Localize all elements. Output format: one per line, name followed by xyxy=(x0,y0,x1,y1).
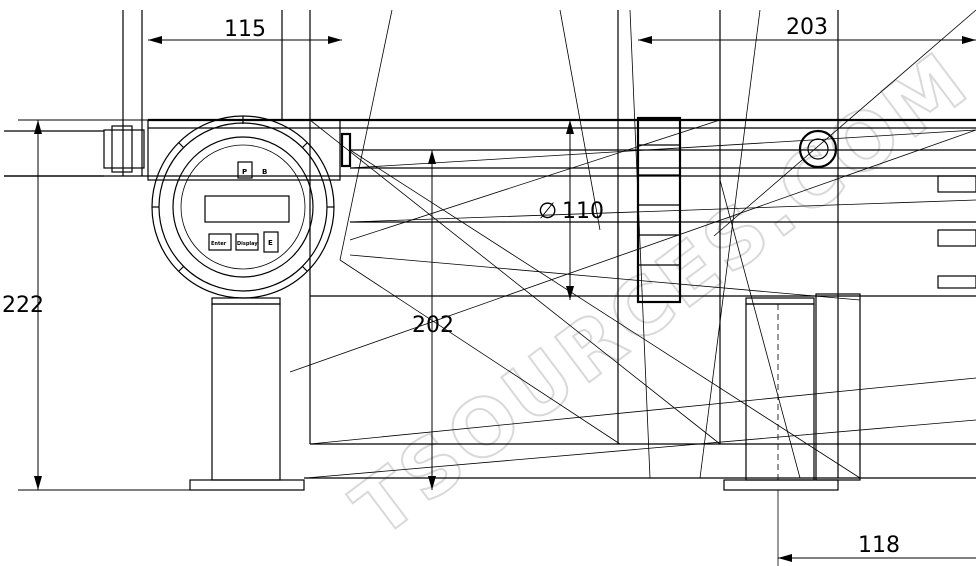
dimension-118: 118 xyxy=(778,533,976,562)
dimension-203: 203 xyxy=(638,15,976,44)
gland-nut xyxy=(111,125,133,173)
hex-nut xyxy=(798,129,838,169)
bezel-notches xyxy=(152,116,334,272)
right-tab-2 xyxy=(937,229,976,247)
key-e-label: E xyxy=(268,239,273,247)
lcd-display xyxy=(204,195,290,223)
right-support xyxy=(723,297,839,566)
dim-202-label: 202 xyxy=(412,313,454,338)
bezel-inner xyxy=(172,136,314,278)
p-button-label: P xyxy=(242,168,247,176)
dim-118-label: 118 xyxy=(858,533,900,558)
construction-lines xyxy=(289,9,976,479)
left-support xyxy=(189,297,305,491)
left-leg xyxy=(211,303,281,481)
hex-nut-bore xyxy=(807,138,829,160)
key-display-label: Display xyxy=(237,241,258,247)
transmitter-housing: P B Enter Display E xyxy=(4,115,352,299)
b-button-label: B xyxy=(262,168,267,176)
dim-110-label: 110 xyxy=(562,199,604,224)
sensor-body xyxy=(636,116,976,481)
housing-cap-edge xyxy=(340,132,352,168)
right-tab-1 xyxy=(937,175,976,193)
bezel-ring xyxy=(158,122,328,292)
key-display xyxy=(235,233,259,251)
key-enter-label: Enter xyxy=(211,241,227,247)
right-tab-3 xyxy=(937,275,976,289)
display-window xyxy=(180,144,306,270)
dimension-222: 222 xyxy=(2,119,190,491)
dimension-115: 115 xyxy=(148,17,342,44)
dimension-202: 202 xyxy=(412,150,454,490)
left-leg-collar xyxy=(211,297,281,305)
dim-222-label: 222 xyxy=(2,293,44,318)
right-leg-collar xyxy=(745,297,815,305)
p-button xyxy=(237,161,253,179)
cable-gland xyxy=(103,129,145,169)
key-enter xyxy=(208,233,232,251)
structure-lines xyxy=(4,10,976,479)
dim-110-symbol: ∅ xyxy=(538,199,557,224)
left-flange xyxy=(636,116,682,304)
right-foot xyxy=(723,479,839,491)
dim-203-label: 203 xyxy=(786,15,828,40)
left-foot xyxy=(189,479,305,491)
dim-115-label: 115 xyxy=(224,17,266,42)
key-e xyxy=(263,231,279,253)
dimension-110: ∅ 110 xyxy=(538,120,604,300)
right-leg xyxy=(745,303,815,481)
